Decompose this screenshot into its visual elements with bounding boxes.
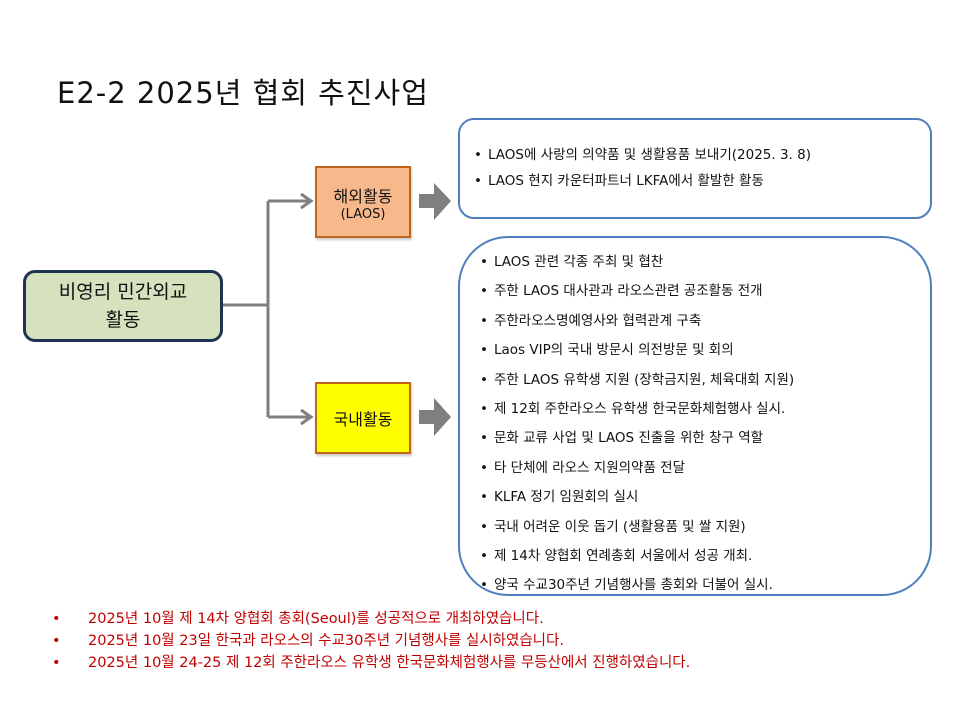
arrowhead-overseas: [300, 192, 314, 210]
category-domestic: 국내활동: [315, 382, 411, 454]
list-item: •양국 수교30주년 기념행사를 총회와 더불어 실시.: [480, 577, 773, 594]
list-item: •제 12회 주한라오스 유학생 한국문화체험행사 실시.: [480, 401, 786, 418]
list-item: •주한 LAOS 유학생 지원 (장학금지원, 체육대회 지원): [480, 371, 795, 388]
list-item: •LAOS에 사랑의 의약품 및 생활용품 보내기(2025. 3. 8): [474, 147, 811, 163]
note-item: •2025년 10월 제 14차 양협회 총회(Seoul)를 성공적으로 개최…: [52, 611, 544, 627]
note-item: •2025년 10월 24-25 제 12회 주한라오스 유학생 한국문화체험행…: [52, 655, 691, 671]
category-overseas: 해외활동 (LAOS): [315, 166, 411, 238]
list-item: •주한 LAOS 대사관과 라오스관련 공조활동 전개: [480, 283, 763, 300]
root-label-line1: 비영리 민간외교: [58, 281, 188, 303]
notes-list: •2025년 10월 제 14차 양협회 총회(Seoul)를 성공적으로 개최…: [52, 608, 690, 674]
category-overseas-sub: (LAOS): [340, 206, 386, 222]
block-arrow-domestic: [419, 398, 451, 436]
arrowhead-domestic: [300, 408, 314, 426]
list-item: •문화 교류 사업 및 LAOS 진출을 위한 창구 역할: [480, 430, 764, 447]
list-item: •KLFA 정기 임원회의 실시: [480, 489, 639, 506]
page-title: E2-2 2025년 협회 추진사업: [57, 76, 429, 110]
category-overseas-label: 해외활동: [333, 186, 393, 206]
overseas-activities-panel: •LAOS에 사랑의 의약품 및 생활용품 보내기(2025. 3. 8) •L…: [458, 118, 932, 219]
block-arrow-overseas: [419, 183, 451, 220]
list-item: •Laos VIP의 국내 방문시 의전방문 및 회의: [480, 342, 734, 359]
list-item: •LAOS 현지 카운터파트너 LKFA에서 활발한 활동: [474, 173, 764, 189]
list-item: •주한라오스명예영사와 협력관계 구축: [480, 312, 702, 329]
tree-connector: [221, 199, 310, 419]
domestic-activities-panel: •LAOS 관련 각종 주최 및 협찬 •주한 LAOS 대사관과 라오스관련 …: [458, 236, 932, 596]
list-item: •제 14차 양협회 연례총회 서울에서 성공 개최.: [480, 548, 753, 565]
root-label-line2: 활동: [105, 309, 141, 331]
category-domestic-label: 국내활동: [333, 410, 393, 429]
list-item: •LAOS 관련 각종 주최 및 협찬: [480, 254, 664, 270]
note-item: •2025년 10월 23일 한국과 라오스의 수교30주년 기념행사를 실시하…: [52, 633, 564, 649]
list-item: •타 단체에 라오스 지원의약품 전달: [480, 459, 686, 476]
list-item: •국내 어려운 이웃 돕기 (생활용품 및 쌀 지원): [480, 518, 746, 535]
